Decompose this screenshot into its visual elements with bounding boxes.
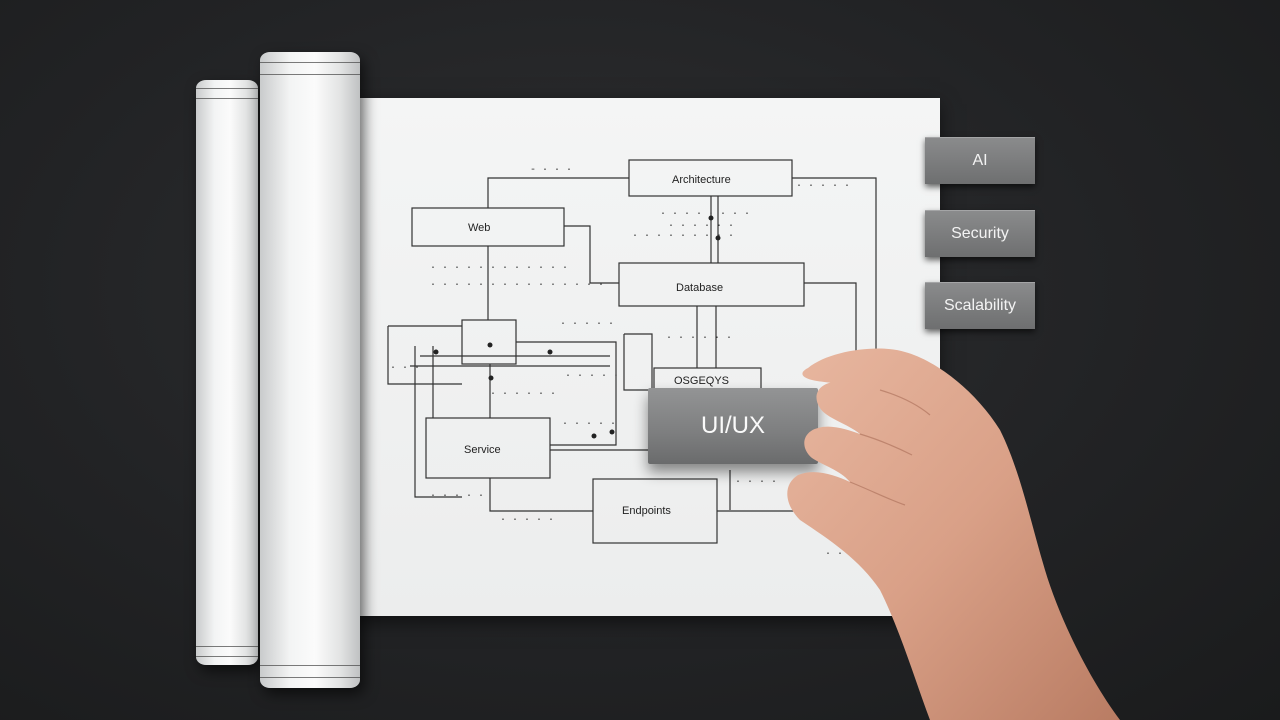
svg-text:· · · · · ·: · · · · · · [490, 389, 556, 400]
svg-text:· · · · ·: · · · · · [560, 319, 614, 330]
svg-text:· · · · · · · ·: · · · · · · · · [660, 209, 750, 220]
tab-security: Security [925, 210, 1035, 257]
diagram-left-box-label: Web [468, 222, 490, 234]
svg-text:· · · · · ·: · · · · · · [668, 221, 734, 232]
svg-text:· · · · ·: · · · · · [565, 371, 619, 382]
svg-text:· · · · · · · · ·: · · · · · · · · · [632, 231, 734, 242]
svg-text:· · · · · ·: · · · · · · [666, 333, 732, 344]
diagram-lower-left-box-label: Service [464, 444, 501, 456]
svg-text:· · · ·: · · · · [735, 477, 777, 488]
uiux-block-label: UI/UX [700, 412, 765, 439]
diagram-center-box-label: Database [676, 282, 723, 294]
svg-text:· · · · ·: · · · · · [796, 181, 850, 192]
paper-roll-large [260, 52, 360, 688]
svg-text:· · · · ·: · · · · · [500, 515, 554, 526]
tab-ai: AI [925, 137, 1035, 184]
svg-text:- · · ·: - · · · [530, 165, 572, 176]
svg-text:· · · · ·: · · · · · [825, 549, 879, 560]
diagram-bottom-box-label: Endpoints [622, 505, 671, 517]
diagram-mid-box-label: OSGEQYS [674, 375, 729, 387]
tab-scalability-label: Scalability [943, 297, 1017, 314]
svg-text:· · · · · · · · · · · · · · ·: · · · · · · · · · · · · · · · [430, 280, 604, 291]
tab-security-label: Security [951, 225, 1009, 242]
tab-ai-label: AI [972, 152, 988, 169]
svg-text:· · ·: · · · [390, 363, 420, 374]
diagram-top-box-label: Architecture [672, 174, 731, 186]
paper-roll-small [196, 80, 258, 665]
tab-scalability: Scalability [925, 282, 1035, 329]
uiux-block: UI/UX [648, 388, 818, 464]
svg-text:· · · · ·: · · · · · [562, 419, 616, 430]
svg-text:· · · · · · · · · · · ·: · · · · · · · · · · · · [430, 263, 568, 274]
svg-text:· · · · ·: · · · · · [430, 491, 484, 502]
